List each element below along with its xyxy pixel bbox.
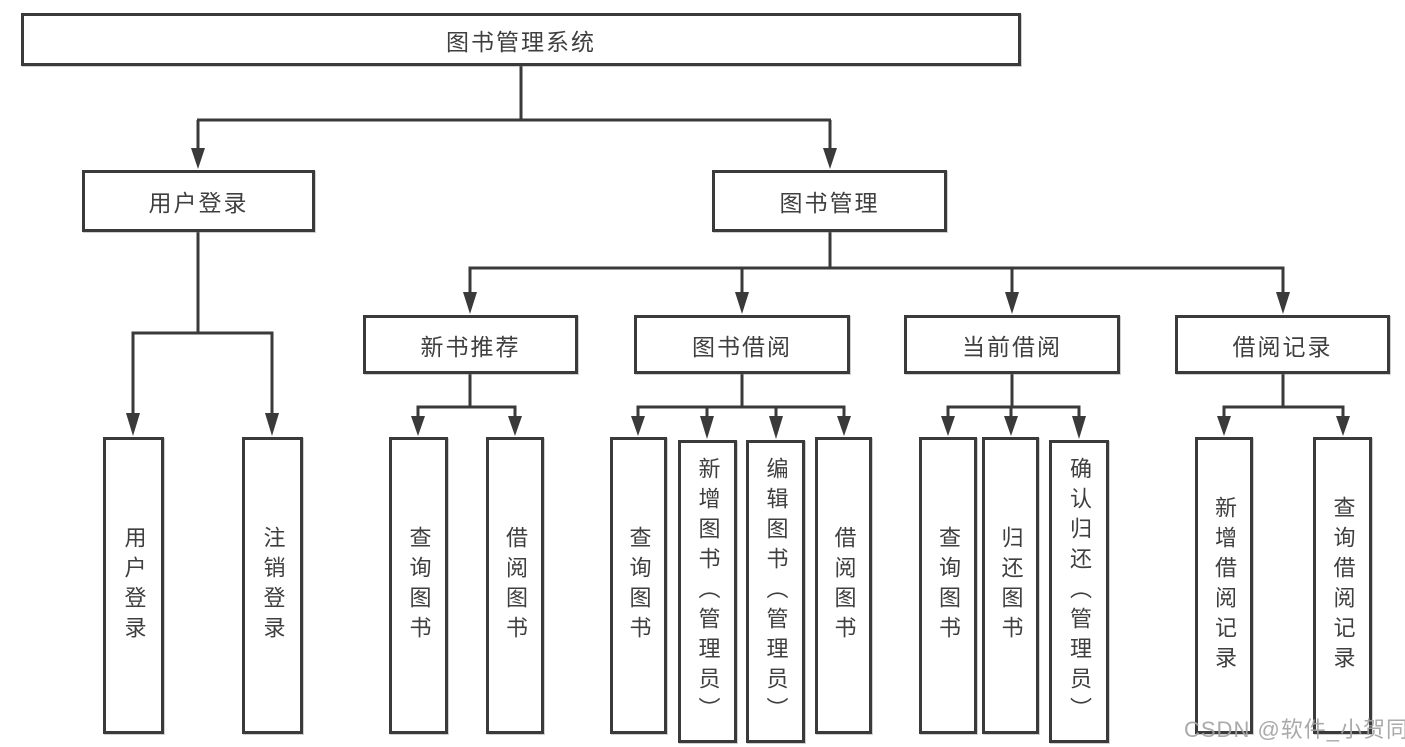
node-book-management: 图书管理 — [712, 170, 947, 232]
arrowhead — [508, 416, 522, 436]
leaf-confirm-return-admin: 确认归还（管理员） — [1049, 440, 1109, 743]
leaf-return-books: 归还图书 — [982, 437, 1039, 734]
arrowhead — [1072, 416, 1086, 439]
arrowhead — [823, 148, 837, 169]
leaf-edit-books-admin: 编辑图书（管理员） — [746, 440, 805, 743]
arrowhead — [126, 413, 140, 436]
arrowhead — [631, 416, 645, 436]
arrowhead — [837, 416, 851, 436]
leaf-user-login: 用户登录 — [103, 437, 164, 734]
arrowhead — [1217, 416, 1231, 436]
arrowhead — [1336, 416, 1350, 436]
leaf-query-borrow-record: 查询借阅记录 — [1313, 437, 1372, 734]
arrowhead — [463, 292, 477, 314]
node-borrow-records: 借阅记录 — [1175, 315, 1390, 374]
arrowhead — [735, 292, 749, 314]
leaf-borrow-books-newbooks: 借阅图书 — [486, 437, 544, 734]
arrowhead — [1005, 292, 1019, 314]
node-book-borrow: 图书借阅 — [634, 315, 850, 374]
leaf-logout: 注销登录 — [242, 437, 303, 734]
node-current-borrow: 当前借阅 — [904, 315, 1120, 374]
leaf-add-books-admin: 新增图书（管理员） — [678, 440, 737, 743]
watermark: CSDN @软件_小贺同学 — [1184, 717, 1405, 742]
leaf-query-books-newbooks: 查询图书 — [389, 437, 448, 734]
arrowhead — [411, 416, 425, 436]
arrowhead — [769, 416, 783, 439]
arrowhead — [265, 413, 279, 436]
node-library-management-system: 图书管理系统 — [21, 13, 1021, 66]
leaf-query-books-current: 查询图书 — [919, 437, 977, 734]
leaf-query-books-borrow: 查询图书 — [610, 437, 667, 734]
arrowhead — [700, 416, 714, 439]
leaf-borrow-books-borrow: 借阅图书 — [815, 437, 872, 734]
leaf-add-borrow-record: 新增借阅记录 — [1195, 437, 1253, 734]
arrowhead — [191, 148, 205, 169]
node-new-book-recommend: 新书推荐 — [363, 315, 578, 374]
arrowhead — [1004, 416, 1018, 436]
arrowhead — [1276, 292, 1290, 314]
arrowhead — [941, 416, 955, 436]
node-user-login: 用户登录 — [82, 170, 315, 232]
